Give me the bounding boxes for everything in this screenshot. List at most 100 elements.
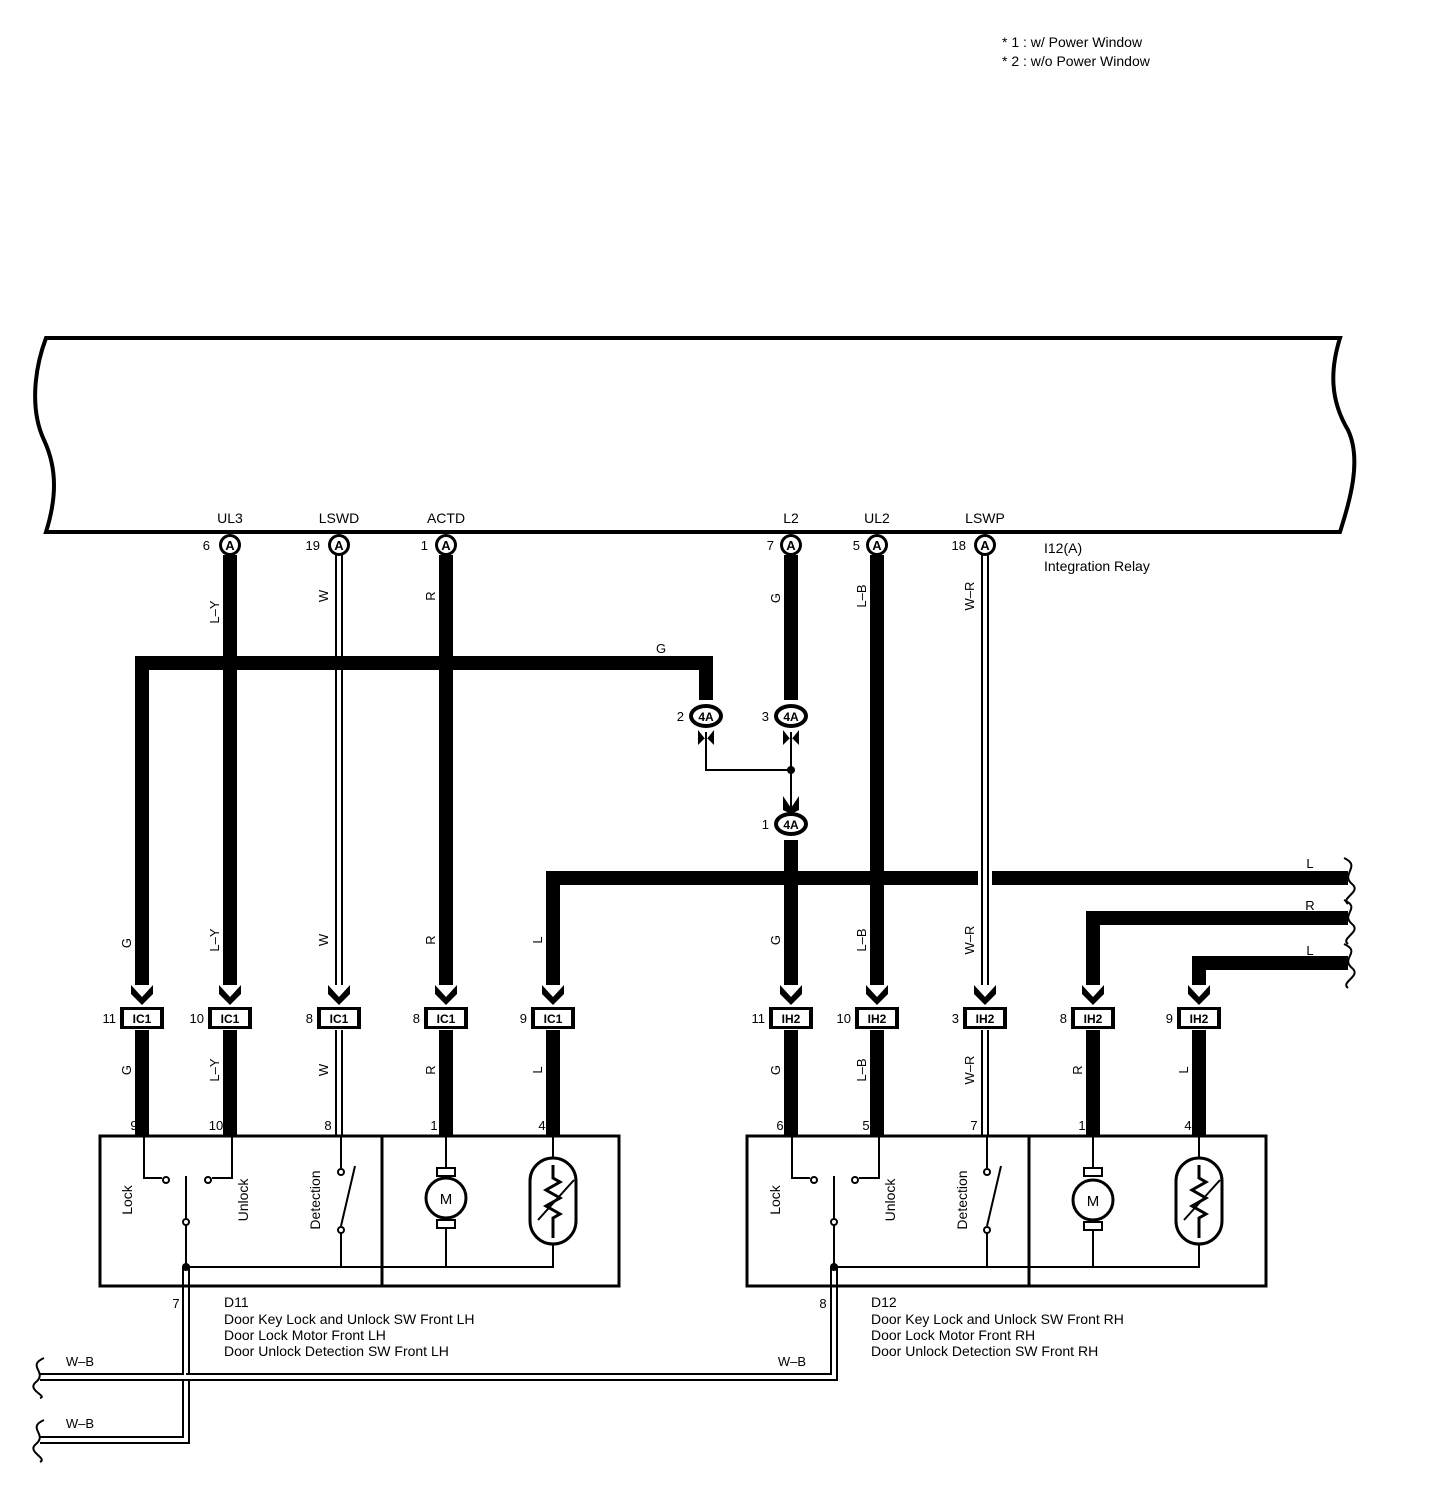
svg-text:W–R: W–R — [962, 926, 977, 955]
svg-text:4: 4 — [1184, 1118, 1191, 1133]
wire-labels-mid: G L–Y W R L G L–B W–R L R L — [119, 856, 1315, 958]
ground-wire-label-2: W–B — [66, 1416, 94, 1431]
svg-text:R: R — [423, 1065, 438, 1074]
svg-text:IH2: IH2 — [1190, 1012, 1209, 1026]
ih2-connector-5: IH2 9 — [1166, 985, 1221, 1029]
svg-text:L–Y: L–Y — [207, 1058, 222, 1081]
d11-motor-label: M — [440, 1191, 453, 1208]
svg-text:8: 8 — [413, 1011, 420, 1026]
svg-text:IH2: IH2 — [782, 1012, 801, 1026]
svg-text:G: G — [768, 935, 783, 945]
svg-text:4A: 4A — [783, 710, 799, 724]
d11-ptc — [446, 1137, 578, 1268]
svg-text:A: A — [980, 538, 990, 553]
wire-labels-upper: L–Y W R G L–B W–R G — [207, 582, 977, 656]
svg-text:7: 7 — [970, 1118, 977, 1133]
relay-signal-ul2: UL2 — [864, 510, 890, 526]
svg-text:4A: 4A — [783, 818, 799, 832]
integration-relay-body — [33, 336, 1357, 534]
svg-text:10: 10 — [837, 1011, 851, 1026]
svg-text:IC1: IC1 — [133, 1012, 152, 1026]
d12-motor-label: M — [1087, 1193, 1100, 1210]
svg-text:8: 8 — [306, 1011, 313, 1026]
ic1-connector-1: IC1 11 — [103, 985, 164, 1029]
svg-text:L: L — [1176, 1066, 1191, 1073]
svg-text:6: 6 — [776, 1118, 783, 1133]
relay-name: Integration Relay — [1044, 558, 1150, 574]
junction-pin-1: 4A 1 — [762, 796, 808, 836]
svg-text:L–Y: L–Y — [207, 600, 222, 623]
d11-line-1: Door Key Lock and Unlock SW Front LH — [224, 1311, 475, 1327]
relay-signal-actd: ACTD — [427, 510, 465, 526]
svg-text:A: A — [225, 538, 235, 553]
relay-signal-lswp: LSWP — [965, 510, 1005, 526]
relay-signal-ul3: UL3 — [217, 510, 243, 526]
svg-text:L–Y: L–Y — [207, 928, 222, 951]
svg-text:1: 1 — [762, 817, 769, 832]
svg-text:1: 1 — [430, 1118, 437, 1133]
svg-text:G: G — [119, 938, 134, 948]
svg-text:9: 9 — [1166, 1011, 1173, 1026]
relay-signal-lswd: LSWD — [319, 510, 359, 526]
d12-component: 6 5 7 1 4 Lock Unlock Detection — [745, 1118, 1268, 1359]
svg-text:9: 9 — [130, 1118, 137, 1133]
svg-text:W: W — [316, 1063, 331, 1076]
d12-line-2: Door Lock Motor Front RH — [871, 1327, 1035, 1343]
d11-key-switch — [143, 1137, 456, 1268]
relay-signal-l2: L2 — [783, 510, 799, 526]
svg-text:1: 1 — [421, 538, 428, 553]
relay-pin-ul2: A 5 — [853, 534, 888, 556]
svg-text:L: L — [530, 1066, 545, 1073]
svg-text:R: R — [1070, 1065, 1085, 1074]
wire-break-marks — [32, 857, 1356, 1463]
svg-text:IH2: IH2 — [1084, 1012, 1103, 1026]
svg-text:R: R — [423, 591, 438, 600]
svg-text:IC1: IC1 — [437, 1012, 456, 1026]
svg-text:G: G — [768, 1065, 783, 1075]
svg-text:10: 10 — [209, 1118, 223, 1133]
svg-text:19: 19 — [306, 538, 320, 553]
relay-pin-ul3: A 6 — [203, 534, 241, 556]
svg-text:L–B: L–B — [854, 928, 869, 951]
relay-pin-lswd: A 19 — [306, 534, 350, 556]
wire-labels-lower: G L–Y W R L G L–B W–R R L — [119, 1056, 1191, 1085]
svg-text:IC1: IC1 — [544, 1012, 563, 1026]
svg-text:7: 7 — [172, 1296, 179, 1311]
svg-text:G: G — [656, 641, 666, 656]
d11-line-3: Door Unlock Detection SW Front LH — [224, 1343, 449, 1359]
d11-unlock-label: Unlock — [235, 1178, 251, 1222]
svg-text:11: 11 — [103, 1011, 117, 1026]
wires — [40, 555, 1348, 1444]
svg-text:L–B: L–B — [854, 584, 869, 607]
svg-text:W: W — [316, 933, 331, 946]
d11-line-2: Door Lock Motor Front LH — [224, 1327, 386, 1343]
svg-text:IC1: IC1 — [221, 1012, 240, 1026]
svg-text:A: A — [786, 538, 796, 553]
svg-text:W–R: W–R — [962, 582, 977, 611]
relay-pin-actd: A 1 — [421, 534, 457, 556]
svg-text:9: 9 — [520, 1011, 527, 1026]
svg-text:W: W — [316, 589, 331, 602]
svg-text:IH2: IH2 — [868, 1012, 887, 1026]
ic1-connector-3: IC1 8 — [306, 985, 361, 1029]
svg-text:3: 3 — [762, 709, 769, 724]
d11-component: 9 10 8 1 4 Lock Unlock Detection — [98, 1118, 621, 1359]
relay-id: I12(A) — [1044, 540, 1082, 556]
svg-text:8: 8 — [819, 1296, 826, 1311]
svg-text:R: R — [1305, 898, 1314, 913]
svg-text:4A: 4A — [698, 710, 714, 724]
svg-text:8: 8 — [1060, 1011, 1067, 1026]
note-no-power-window: * 2 : w/o Power Window — [1002, 53, 1151, 69]
svg-text:W–R: W–R — [962, 1056, 977, 1085]
relay-pin-lswp: A 18 — [952, 534, 996, 556]
note-power-window: * 1 : w/ Power Window — [1002, 34, 1143, 50]
d11-id: D11 — [224, 1294, 249, 1310]
svg-text:IC1: IC1 — [330, 1012, 349, 1026]
svg-text:5: 5 — [853, 538, 860, 553]
relay-pin-l2: A 7 — [767, 534, 802, 556]
svg-text:1: 1 — [1078, 1118, 1085, 1133]
